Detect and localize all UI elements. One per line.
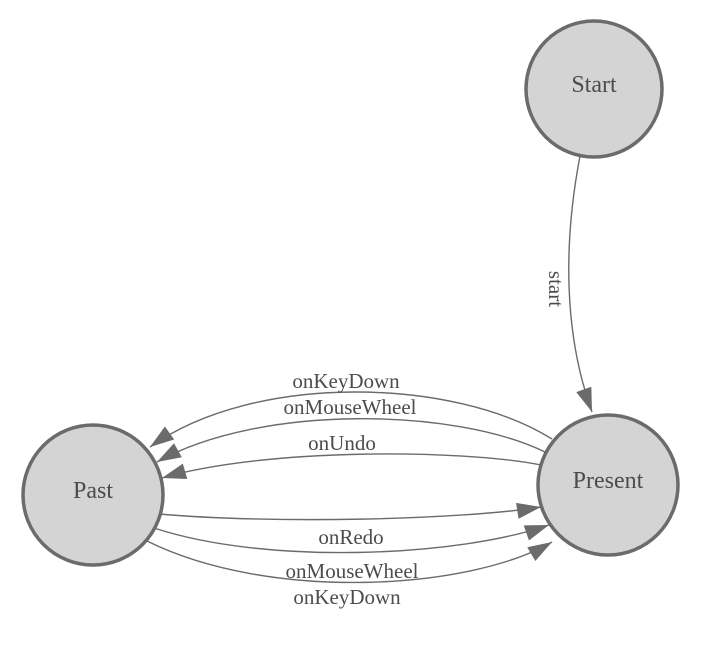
node-start-circle[interactable] (524, 19, 664, 159)
edge-present-to-past-mousewheel[interactable] (156, 418, 546, 463)
node-past[interactable]: Past (21, 423, 165, 567)
node-past-label: Past (73, 478, 113, 504)
node-present-circle[interactable] (536, 413, 680, 557)
edge-label-onkeydown-top: onKeyDown (292, 369, 400, 393)
node-past-circle[interactable] (21, 423, 165, 567)
edge-label-start: start (544, 271, 568, 307)
edge-label-onkeydown-bottom: onKeyDown (293, 585, 401, 609)
edge-present-to-past-keydown[interactable] (149, 391, 553, 448)
edges-layer (146, 155, 593, 584)
node-start[interactable]: Start (524, 19, 664, 159)
edge-label-onmousewheel-top: onMouseWheel (284, 395, 417, 419)
node-start-label: Start (571, 72, 617, 98)
edge-past-to-present-mousewheel[interactable] (153, 524, 550, 554)
edge-label-onredo: onRedo (318, 525, 383, 549)
edge-past-to-present-keydown[interactable] (146, 540, 553, 584)
edge-labels-layer: start onKeyDown onMouseWheel onUndo onRe… (284, 271, 568, 609)
edge-label-onundo: onUndo (308, 431, 376, 455)
edge-start-to-present[interactable] (568, 155, 593, 413)
edge-past-to-present-redo[interactable] (158, 502, 542, 521)
node-present-label: Present (573, 468, 644, 494)
edge-label-onmousewheel-bottom: onMouseWheel (286, 559, 419, 583)
nodes-layer: Start Present Past (21, 19, 680, 567)
edge-present-to-past-undo[interactable] (161, 453, 542, 479)
node-present[interactable]: Present (536, 413, 680, 557)
